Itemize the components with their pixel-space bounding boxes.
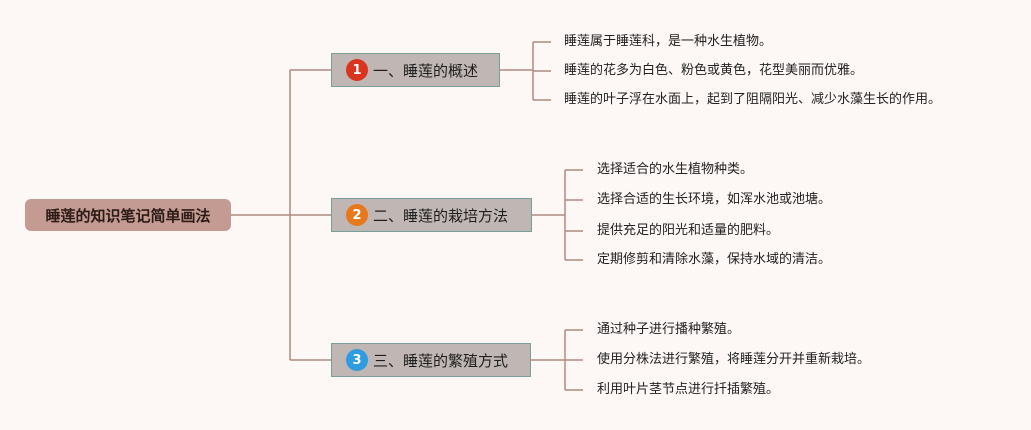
leaf-topic[interactable]: 睡莲属于睡莲科，是一种水生植物。	[564, 34, 773, 49]
branch-topic-propagation[interactable]: 3 三、睡莲的繁殖方式	[331, 343, 531, 377]
branch-topic-label: 一、睡莲的概述	[373, 61, 479, 80]
leaf-topic[interactable]: 选择适合的水生植物种类。	[597, 162, 754, 177]
leaf-topic[interactable]: 利用叶片茎节点进行扦插繁殖。	[597, 382, 780, 397]
branch-topic-overview[interactable]: 1 一、睡莲的概述	[331, 53, 500, 87]
leaf-topic[interactable]: 使用分株法进行繁殖，将睡莲分开并重新栽培。	[597, 352, 871, 367]
leaf-topic[interactable]: 提供充足的阳光和适量的肥料。	[597, 223, 780, 238]
leaf-topic[interactable]: 睡莲的花多为白色、粉色或黄色，花型美丽而优雅。	[564, 63, 864, 78]
number-badge-3: 3	[346, 349, 368, 371]
leaf-topic[interactable]: 定期修剪和清除水藻，保持水域的清洁。	[597, 252, 832, 267]
leaf-topic[interactable]: 通过种子进行播种繁殖。	[597, 322, 741, 337]
root-topic-label: 睡莲的知识笔记简单画法	[45, 206, 211, 225]
root-topic[interactable]: 睡莲的知识笔记简单画法	[25, 199, 231, 231]
leaf-topic[interactable]: 选择合适的生长环境，如浑水池或池塘。	[597, 192, 832, 207]
branch-topic-cultivation[interactable]: 2 二、睡莲的栽培方法	[331, 198, 532, 232]
number-badge-1: 1	[346, 59, 368, 81]
leaf-topic[interactable]: 睡莲的叶子浮在水面上，起到了阻隔阳光、减少水藻生长的作用。	[564, 92, 942, 107]
number-badge-2: 2	[346, 204, 368, 226]
branch-topic-label: 三、睡莲的繁殖方式	[373, 351, 509, 370]
branch-topic-label: 二、睡莲的栽培方法	[373, 206, 509, 225]
